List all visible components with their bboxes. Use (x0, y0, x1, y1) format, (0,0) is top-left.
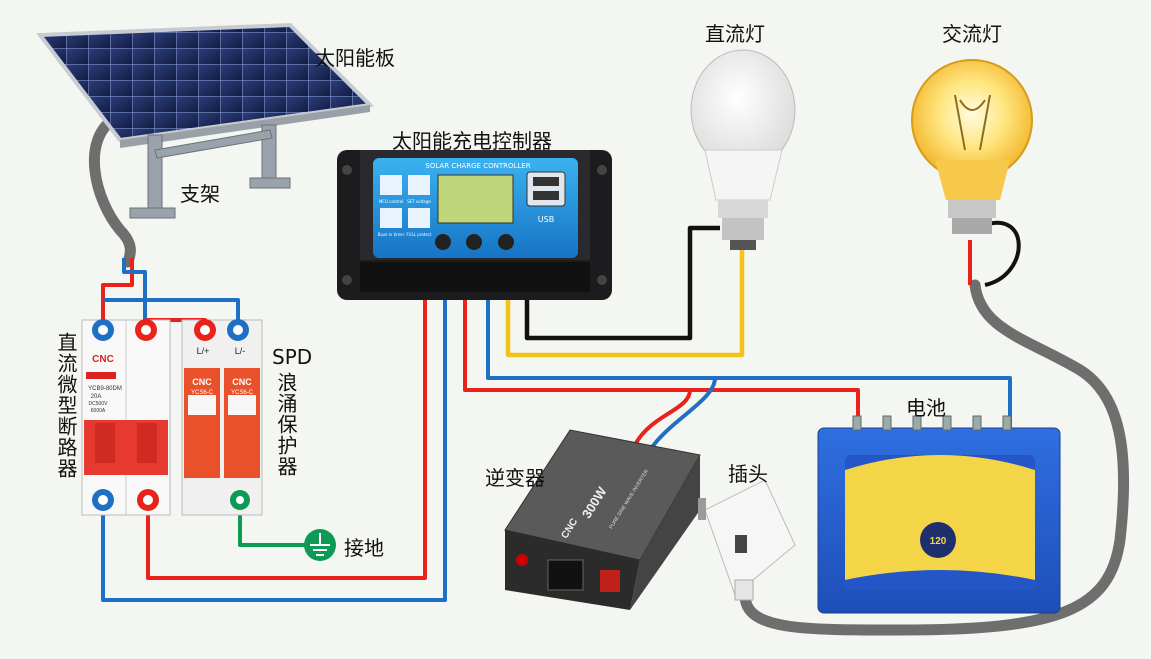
wire-pv-neg (101, 285, 447, 602)
breaker-voltage: DC500V (89, 401, 109, 407)
label-ac-lamp: 交流灯 (942, 22, 1002, 46)
controller-title: SOLAR CHARGE CONTROLLER (425, 162, 530, 170)
label-spd: 浪涌保护器 (274, 372, 298, 477)
wire-batt-neg (486, 285, 1012, 430)
controller-btn-timer: Buzz-in timer (378, 232, 405, 237)
wire-panel-pos (101, 258, 134, 330)
spd-brand-2: CNC (232, 377, 252, 387)
ac-bulb (911, 59, 1033, 234)
spd-device (181, 319, 263, 516)
dc-bulb (690, 49, 796, 250)
wire-load-pos (505, 250, 745, 358)
bracket (129, 124, 291, 219)
controller-btn-full: FULL protect (406, 232, 432, 237)
breaker-model: YCB9-80DM (88, 386, 122, 392)
wire-inv-pos (633, 389, 692, 446)
wire-panel-neg (122, 258, 147, 330)
spd-terminal-pos: L/+ (197, 346, 210, 356)
breaker-brand: CNC (92, 354, 114, 365)
dc-breaker (81, 319, 171, 516)
label-ground: 接地 (344, 536, 384, 560)
breaker-rating: 20A (91, 394, 102, 400)
spd-brand-1: CNC (192, 377, 212, 387)
label-dc-breaker: 直流微型断路器 (54, 332, 78, 479)
ac-lamp-cable (739, 279, 1130, 636)
solar-panel (36, 22, 375, 148)
label-solar-panel: 太阳能板 (315, 46, 395, 70)
wire-batt-pos (463, 285, 860, 430)
controller-btn-mcu: MCU control (379, 199, 403, 204)
plug (698, 479, 796, 601)
wire-inv-neg (648, 377, 717, 452)
wires (101, 220, 1021, 602)
label-inverter: 逆变器 (485, 466, 545, 490)
battery (817, 415, 1061, 614)
spd-terminal-neg: L/- (235, 346, 246, 356)
ground-icon (304, 529, 336, 561)
label-controller: 太阳能充电控制器 (392, 129, 552, 153)
label-plug: 插头 (728, 462, 768, 486)
label-bracket: 支架 (180, 182, 220, 206)
wire-load-neg (524, 225, 720, 341)
label-dc-lamp: 直流灯 (705, 22, 765, 46)
breaker-breaking: 6000A (91, 408, 106, 414)
panel-cable (88, 112, 136, 268)
wire-ac-black (984, 220, 1021, 287)
label-spd-title: SPD (272, 345, 313, 369)
spd-model-2: YCS6-C (231, 390, 254, 396)
controller-usb-label: USB (538, 215, 554, 224)
wire-pv-pos (146, 285, 427, 580)
controller-btn-set: SET voltage (407, 199, 431, 204)
spd-model-1: YCS6-C (191, 390, 214, 396)
battery-badge: 120 (930, 536, 947, 547)
label-battery: 电池 (906, 396, 946, 420)
inverter (504, 429, 701, 610)
charge-controller (337, 150, 612, 300)
